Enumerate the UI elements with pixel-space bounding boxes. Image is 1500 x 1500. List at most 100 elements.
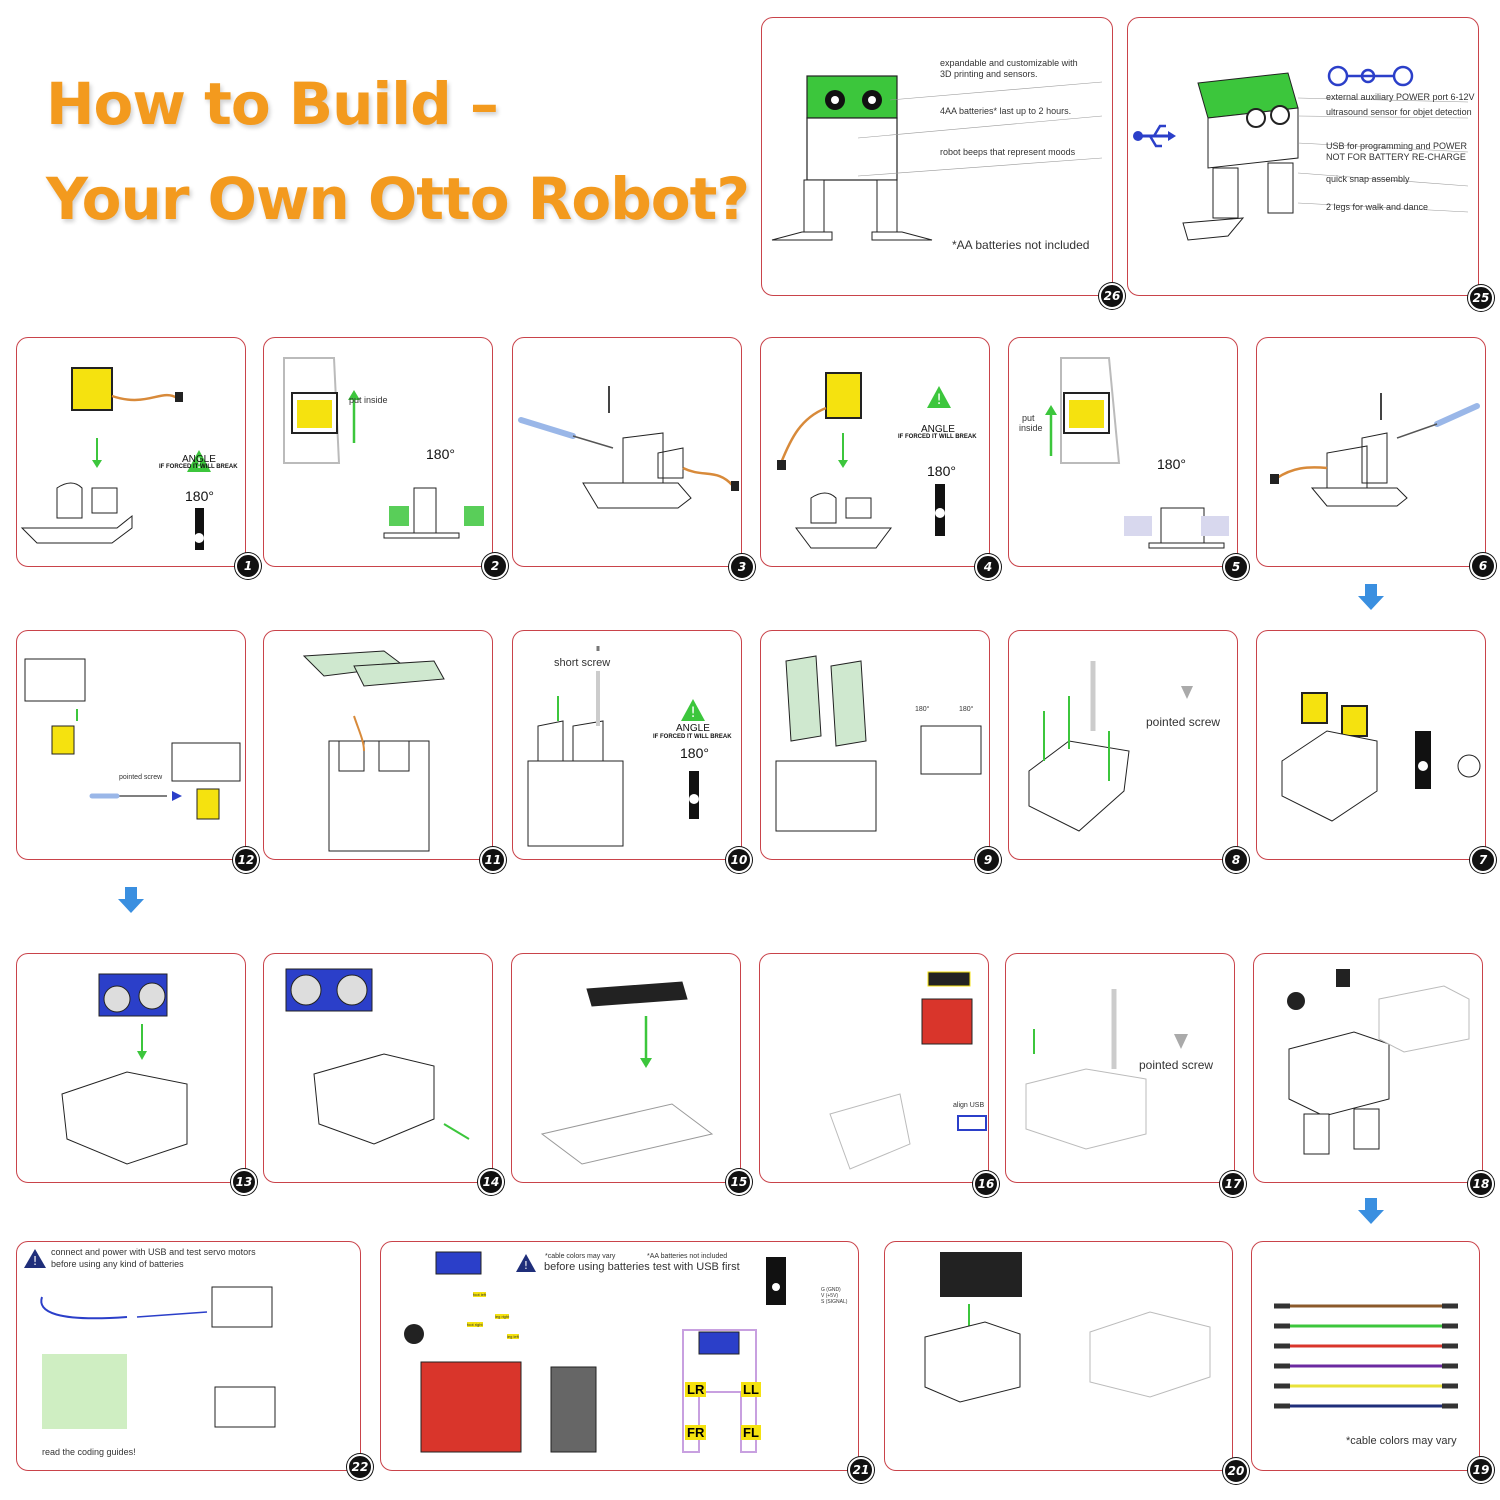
angle-180-b: 180° bbox=[959, 706, 974, 713]
panel-16: align USB 16 bbox=[759, 953, 999, 1197]
leg-attach-illustration bbox=[24, 658, 241, 820]
feature-ultrasound: ultrasound sensor for objet detection bbox=[1326, 107, 1472, 117]
screw-shield-illustration bbox=[1025, 989, 1188, 1150]
ultrasound-sensor-illustration bbox=[285, 968, 470, 1145]
panel-4: ! ANGLE IF FORCED IT WILL BREAK 180° 4 bbox=[760, 337, 1001, 580]
screwdriver-assembly-illustration bbox=[1270, 393, 1480, 507]
cable-colors-note: *cable colors may vary bbox=[1346, 1435, 1457, 1447]
panel-10: ! short screw ANGLE IF FORCED IT WILL BR… bbox=[512, 630, 752, 873]
angle-180: 180° bbox=[927, 463, 956, 479]
step-number: 4 bbox=[975, 554, 1001, 580]
step-number: 9 bbox=[975, 847, 1001, 873]
short-screw-label: short screw bbox=[554, 657, 611, 669]
put-label: put bbox=[1022, 413, 1035, 423]
usb-warning-line2: before using any kind of batteries bbox=[51, 1259, 184, 1269]
screw-box-illustration bbox=[1028, 661, 1193, 832]
servo-tag-foot-right: foot right bbox=[467, 1322, 483, 1327]
step-number: 22 bbox=[347, 1454, 373, 1480]
svg-text:!: ! bbox=[33, 1254, 38, 1268]
jumper-cable bbox=[1274, 1403, 1458, 1409]
step-number: 20 bbox=[1223, 1458, 1249, 1484]
flow-arrow-down-icon bbox=[1358, 1198, 1384, 1224]
panel-6: 6 bbox=[1256, 337, 1496, 579]
step-number: 17 bbox=[1220, 1171, 1246, 1197]
slot-lr: LR bbox=[685, 1382, 707, 1397]
panel-26: expandable and customizable with 3D prin… bbox=[761, 17, 1125, 309]
otto-robot-angled-illustration bbox=[1133, 65, 1469, 241]
feature-snap: quick snap assembly bbox=[1326, 174, 1410, 184]
feature-usb: USB for programming and POWER bbox=[1326, 141, 1468, 151]
panel-2: put inside 180° 2 bbox=[263, 337, 508, 579]
pointed-screw-label: pointed screw bbox=[119, 774, 163, 781]
step-number: 15 bbox=[726, 1169, 752, 1195]
jumper-cable bbox=[1274, 1363, 1458, 1369]
angle-180: 180° bbox=[185, 488, 214, 504]
cable-colors-note: *cable colors may vary bbox=[545, 1253, 616, 1260]
pointed-screw-label: pointed screw bbox=[1146, 715, 1221, 729]
usb-icon bbox=[1133, 124, 1176, 148]
angle-180: 180° bbox=[1157, 456, 1186, 472]
slot-fl: FL bbox=[741, 1425, 761, 1440]
step-number: 10 bbox=[726, 847, 752, 873]
leg-holders-illustration bbox=[302, 650, 445, 852]
step-number: 7 bbox=[1470, 847, 1496, 873]
step-number: 13 bbox=[231, 1169, 257, 1195]
jumper-cable bbox=[1274, 1343, 1458, 1349]
panel-12: pointed screw 12 bbox=[16, 630, 259, 873]
step-number: 16 bbox=[973, 1171, 999, 1197]
ultrasound-sensor-to-box-illustration bbox=[61, 973, 188, 1165]
svg-text:!: ! bbox=[196, 456, 202, 472]
step-number: 11 bbox=[480, 847, 506, 873]
angle-180: 180° bbox=[680, 745, 709, 761]
shield-board-illustration bbox=[829, 971, 987, 1170]
panel-20: 20 bbox=[884, 1241, 1249, 1484]
pin-gnd: G (GND) bbox=[821, 1287, 841, 1293]
angle-label: ANGLE bbox=[182, 454, 216, 465]
coding-guides-label: read the coding guides! bbox=[42, 1447, 136, 1457]
panel-3: 3 bbox=[512, 337, 755, 580]
step-number: 2 bbox=[482, 553, 508, 579]
pin-signal: S (SIGNAL) bbox=[821, 1299, 848, 1305]
angle-180: 180° bbox=[426, 446, 455, 462]
panel-7: 7 bbox=[1256, 630, 1496, 873]
step-number: 1 bbox=[235, 553, 261, 579]
step-number: 5 bbox=[1223, 554, 1249, 580]
forced-warning: IF FORCED IT WILL BREAK bbox=[898, 434, 977, 440]
feature-batteries: 4AA batteries* last up to 2 hours. bbox=[940, 106, 1072, 116]
jumper-cable bbox=[1274, 1383, 1458, 1389]
screwdriver-assembly-illustration bbox=[518, 386, 739, 509]
feature-expandable-2: 3D printing and sensors. bbox=[940, 69, 1038, 79]
jumper-cable bbox=[1274, 1303, 1458, 1309]
flow-arrow-down-icon bbox=[1358, 584, 1384, 610]
usb-warning-line1: connect and power with USB and test serv… bbox=[51, 1247, 256, 1257]
servo-tag-foot-left: foot left bbox=[473, 1292, 487, 1297]
page-title-line1: How to Build – bbox=[46, 70, 499, 138]
nano-board-illustration bbox=[540, 981, 714, 1165]
angle-label: ANGLE bbox=[676, 723, 710, 734]
page-title-line2: Your Own Otto Robot? bbox=[46, 165, 750, 233]
buzzer-assembly-illustration bbox=[1287, 969, 1470, 1155]
servo-tag-leg-right: leg right bbox=[495, 1314, 510, 1319]
leg-holders-to-box-illustration bbox=[775, 655, 982, 832]
feature-power-port: external auxiliary POWER port 6-12V bbox=[1326, 92, 1475, 102]
slot-ll: LL bbox=[741, 1382, 761, 1397]
servo-into-leg-illustration: ! bbox=[777, 372, 951, 549]
panel-11: 11 bbox=[263, 630, 506, 873]
step-number: 25 bbox=[1468, 285, 1494, 311]
jumper-cable bbox=[1274, 1323, 1458, 1329]
wiring-diagram-illustration: ! bbox=[404, 1251, 786, 1453]
batteries-note: *AA batteries not included bbox=[647, 1253, 728, 1260]
feature-beeps: robot beeps that represent moods bbox=[940, 147, 1076, 157]
panel-25: external auxiliary POWER port 6-12V ultr… bbox=[1127, 17, 1494, 311]
usb-test-illustration: ! bbox=[24, 1249, 276, 1429]
put-inside-label: put inside bbox=[349, 395, 388, 405]
short-screw-illustration: ! bbox=[527, 646, 705, 847]
slot-fr: FR bbox=[685, 1425, 707, 1440]
servo-in-frame-illustration bbox=[1045, 357, 1229, 549]
otto-robot-front-illustration bbox=[771, 75, 1103, 241]
battery-holder-illustration bbox=[924, 1252, 1211, 1403]
panel-18: 18 bbox=[1253, 953, 1494, 1197]
panel-22: ! connect and power with USB and test se… bbox=[16, 1241, 373, 1480]
panel-5: put inside 180° 5 bbox=[1008, 337, 1249, 580]
feature-legs: 2 legs for walk and dance bbox=[1326, 202, 1429, 212]
